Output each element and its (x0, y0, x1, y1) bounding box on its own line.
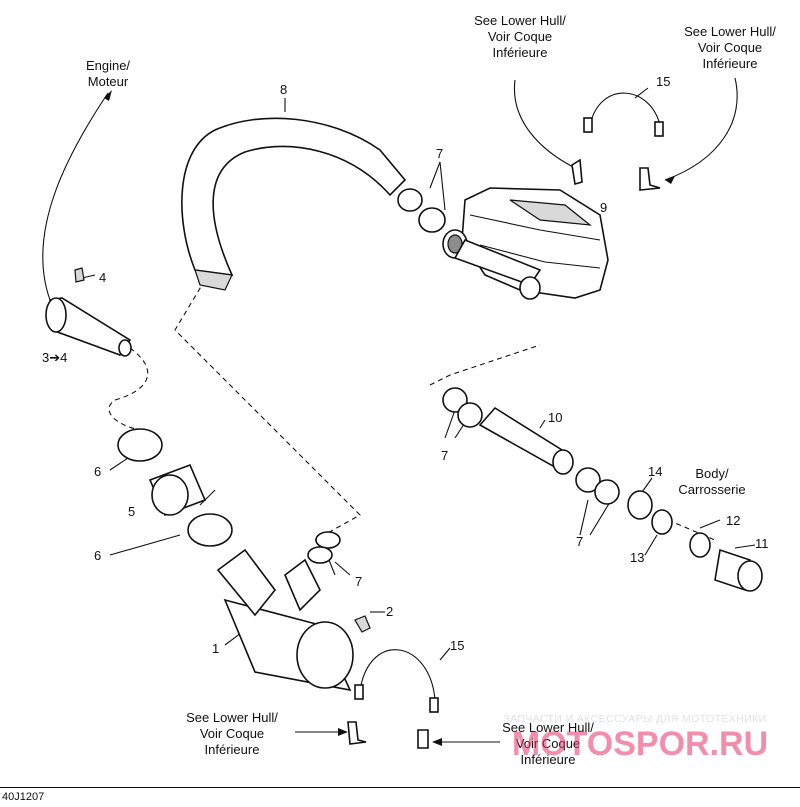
callout-10: 10 (548, 410, 562, 425)
callout-7-middle: 7 (355, 574, 362, 589)
part-9-muffler (442, 187, 609, 300)
lower-hull-label-4c: Inférieure (521, 752, 576, 767)
part-8-hose (181, 117, 407, 291)
lower-hull-label-4a: See Lower Hull/ (502, 720, 594, 735)
callout-8: 8 (280, 82, 287, 97)
clamps-middle (307, 531, 341, 564)
part-15-strap-top (571, 92, 664, 191)
parts-6-5-6 (117, 428, 233, 547)
callout-7-right: 7 (576, 534, 583, 549)
callout-2: 2 (386, 604, 393, 619)
lower-hull-label-3a: See Lower Hull/ (186, 710, 278, 725)
callout-4: 4 (99, 270, 106, 285)
lower-hull-label-4b: Voir Coque (516, 736, 580, 751)
text-labels: Engine/ Moteur See Lower Hull/ Voir Coqu… (42, 13, 776, 767)
lower-hull-label-2c: Inférieure (703, 56, 758, 71)
callout-9: 9 (600, 200, 607, 215)
callout-6-upper: 6 (94, 464, 101, 479)
watermark-brand: MOTOSPOR.RU (512, 725, 768, 763)
lower-hull-label-2a: See Lower Hull/ (684, 24, 776, 39)
callout-5: 5 (128, 504, 135, 519)
engine-label-line1: Engine/ (86, 58, 130, 73)
callout-13: 13 (630, 550, 644, 565)
lower-hull-label-2b: Voir Coque (698, 40, 762, 55)
watermark: ЗАПЧАСТИ И АКСЕССУАРЫ ДЛЯ МОТОТЕХНИКИ MO… (503, 713, 768, 763)
label-3-to-4: 3➔4 (42, 350, 67, 365)
parts-11-14 (627, 490, 763, 592)
callout-14: 14 (648, 464, 662, 479)
part-4-pipe (45, 267, 132, 357)
lower-hull-label-1c: Inférieure (493, 45, 548, 60)
part-10-tube (442, 387, 620, 505)
part-1-canister (216, 548, 371, 692)
lower-hull-label-3c: Inférieure (205, 742, 260, 757)
callout-7-left: 7 (441, 448, 448, 463)
body-label-line1: Body/ (695, 466, 729, 481)
figure-code: 40J1207 (2, 791, 45, 803)
part-15-strap-bottom (347, 649, 439, 749)
watermark-tagline: ЗАПЧАСТИ И АКСЕССУАРЫ ДЛЯ МОТОТЕХНИКИ (503, 713, 766, 725)
callout-12: 12 (726, 513, 740, 528)
callout-15-upper: 15 (656, 74, 670, 89)
callout-numbers: 1 2 4 5 6 6 7 7 7 7 8 9 10 11 12 13 14 1… (94, 74, 769, 656)
callout-7-upper: 7 (436, 146, 443, 161)
callout-11: 11 (755, 536, 769, 551)
footer-rule (0, 787, 800, 788)
clamps-upper (397, 188, 446, 233)
connection-lines (42, 77, 756, 746)
callout-15-lower: 15 (450, 638, 464, 653)
lower-hull-label-1a: See Lower Hull/ (474, 13, 566, 28)
engine-label-line2: Moteur (88, 74, 129, 89)
body-label-line2: Carrosserie (678, 482, 745, 497)
lower-hull-label-3b: Voir Coque (200, 726, 264, 741)
callout-6-lower: 6 (94, 548, 101, 563)
callout-1: 1 (212, 641, 219, 656)
lower-hull-label-1b: Voir Coque (488, 29, 552, 44)
